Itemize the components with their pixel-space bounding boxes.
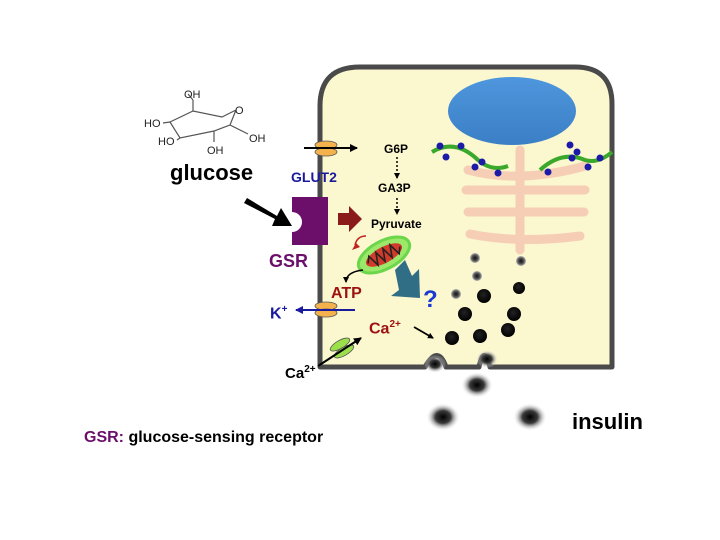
glucose-label: glucose — [170, 160, 254, 185]
endoplasmic-reticulum-right — [538, 141, 614, 176]
calcium-to-granule-arrow — [413, 326, 434, 339]
glucose-atom-labels: OH HO HO OH O OH — [144, 89, 266, 157]
calcium-charge: 2+ — [304, 364, 316, 375]
gsr-to-pyruvate-arrow — [338, 206, 362, 232]
potassium-charge: + — [281, 304, 288, 315]
mitochondrion-to-atp-arrow — [343, 269, 364, 283]
glut2-label: GLUT2 — [291, 169, 337, 185]
pyruvate-to-mitochondrion-arrow — [354, 235, 367, 246]
atom-label: O — [235, 105, 244, 117]
insulin-granules-intracellular — [445, 253, 526, 345]
insulin-label: insulin — [572, 409, 643, 434]
legend-text: glucose-sensing receptor — [124, 429, 324, 446]
pyruvate-label: Pyruvate — [371, 217, 422, 231]
cell-body — [317, 64, 615, 370]
mitochondrion-to-unknown-arrow — [391, 260, 420, 298]
calcium-symbol: Ca — [285, 365, 305, 382]
calcium-extracellular-label: Ca2+ — [285, 364, 316, 382]
calcium-charge: 2+ — [389, 319, 401, 330]
atom-label: HO — [144, 118, 161, 130]
atom-label: OH — [207, 145, 224, 157]
question-mark: ? — [423, 286, 438, 313]
calcium-intracellular-label: Ca2+ — [369, 320, 401, 337]
legend-abbr: GSR — [84, 429, 119, 446]
ga3p-label: GA3P — [378, 181, 411, 195]
calcium-influx-arrow — [317, 337, 362, 367]
golgi-apparatus — [461, 145, 590, 255]
gsr-receptor — [292, 197, 328, 245]
glucose-structure — [162, 93, 249, 142]
g6p-label: G6P — [384, 142, 409, 156]
legend-colon: : — [118, 429, 124, 446]
legend: GSR: glucose-sensing receptor — [84, 430, 323, 446]
atom-label: OH — [249, 133, 266, 145]
endoplasmic-reticulum-left — [430, 142, 509, 177]
mitochondrion — [356, 235, 412, 275]
atom-label: OH — [184, 89, 201, 101]
insulin-granules-released — [424, 350, 547, 431]
atp-label: ATP — [331, 285, 362, 302]
gsr-label: GSR — [269, 251, 309, 271]
glucose-to-gsr-arrow — [244, 198, 292, 226]
calcium-symbol: Ca — [369, 320, 390, 338]
atom-label: HO — [158, 136, 175, 148]
calcium-channel — [329, 337, 355, 359]
potassium-symbol: K — [270, 305, 282, 323]
nucleus — [448, 77, 576, 145]
potassium-label: K+ — [270, 305, 287, 322]
